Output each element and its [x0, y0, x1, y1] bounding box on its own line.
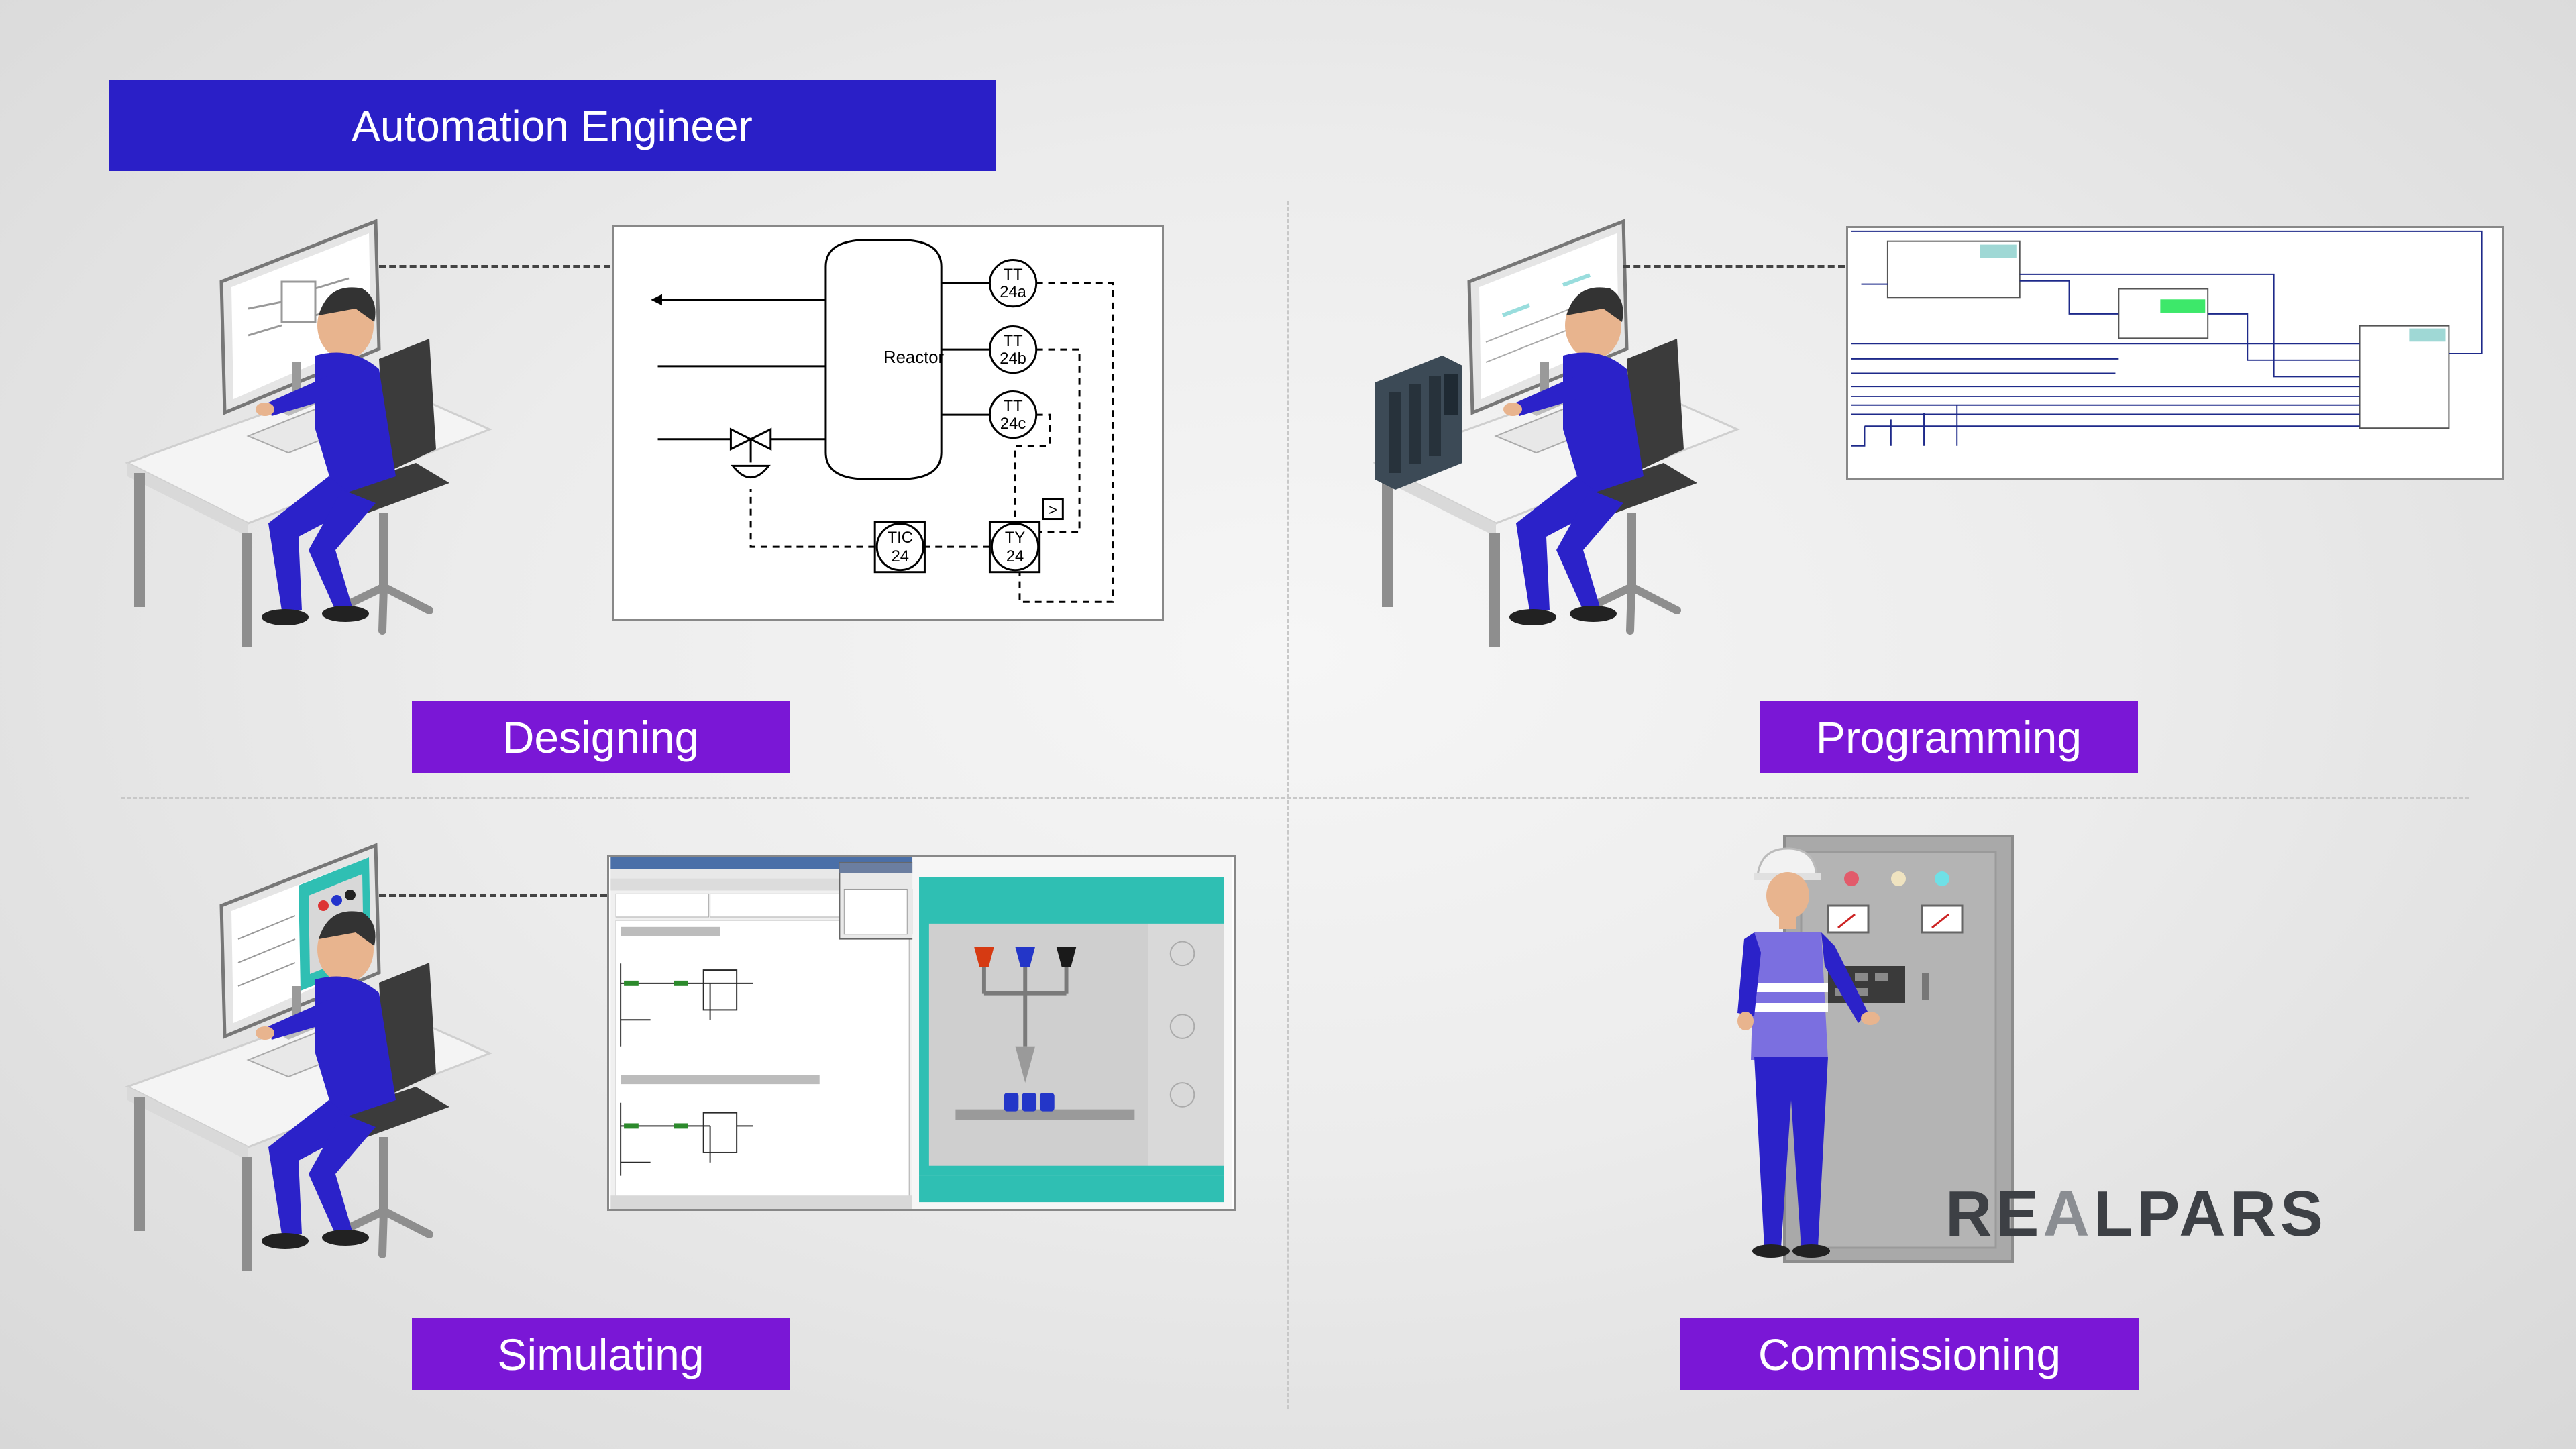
instrument-tag: TT: [1004, 332, 1023, 350]
instrument-number: 24: [892, 547, 909, 566]
vertical-divider: [1287, 201, 1289, 1409]
instrument-number: 24b: [1000, 350, 1026, 368]
label-programming: Programming: [1760, 701, 2138, 773]
engineer-at-desk-illustration-simulating: [125, 843, 492, 1271]
control-cabinet-illustration: [1783, 835, 2014, 1263]
pid-diagram-panel: Reactor TT 24a TT 24b TT 24c TIC 24 TY 2…: [612, 225, 1164, 621]
realpars-logo: REALPARS: [1945, 1178, 2327, 1250]
connector-line: [379, 265, 610, 268]
connector-line: [379, 894, 607, 897]
selector-symbol: >: [1049, 502, 1057, 519]
connector-line: [1623, 265, 1845, 268]
page-title: Automation Engineer: [109, 80, 996, 171]
instrument-tag: TT: [1004, 266, 1023, 284]
label-designing: Designing: [412, 701, 790, 773]
vessel-label: Reactor: [883, 348, 944, 367]
engineer-at-desk-illustration-programming: [1373, 219, 1740, 647]
engineer-at-desk-illustration-designing: [125, 219, 492, 647]
label-commissioning: Commissioning: [1680, 1318, 2139, 1390]
simulation-screenshot-panel: [607, 855, 1236, 1211]
instrument-number: 24c: [1000, 415, 1026, 433]
instrument-number: 24: [1006, 547, 1024, 566]
function-block-diagram-panel: [1846, 226, 2504, 480]
instrument-number: 24a: [1000, 283, 1026, 301]
instrument-tag: TIC: [888, 529, 913, 547]
worker-with-hard-hat-illustration: [1737, 847, 1880, 1258]
horizontal-divider: [121, 797, 2469, 799]
instrument-tag: TT: [1004, 397, 1023, 415]
instrument-tag: TY: [1005, 529, 1026, 547]
label-simulating: Simulating: [412, 1318, 790, 1390]
